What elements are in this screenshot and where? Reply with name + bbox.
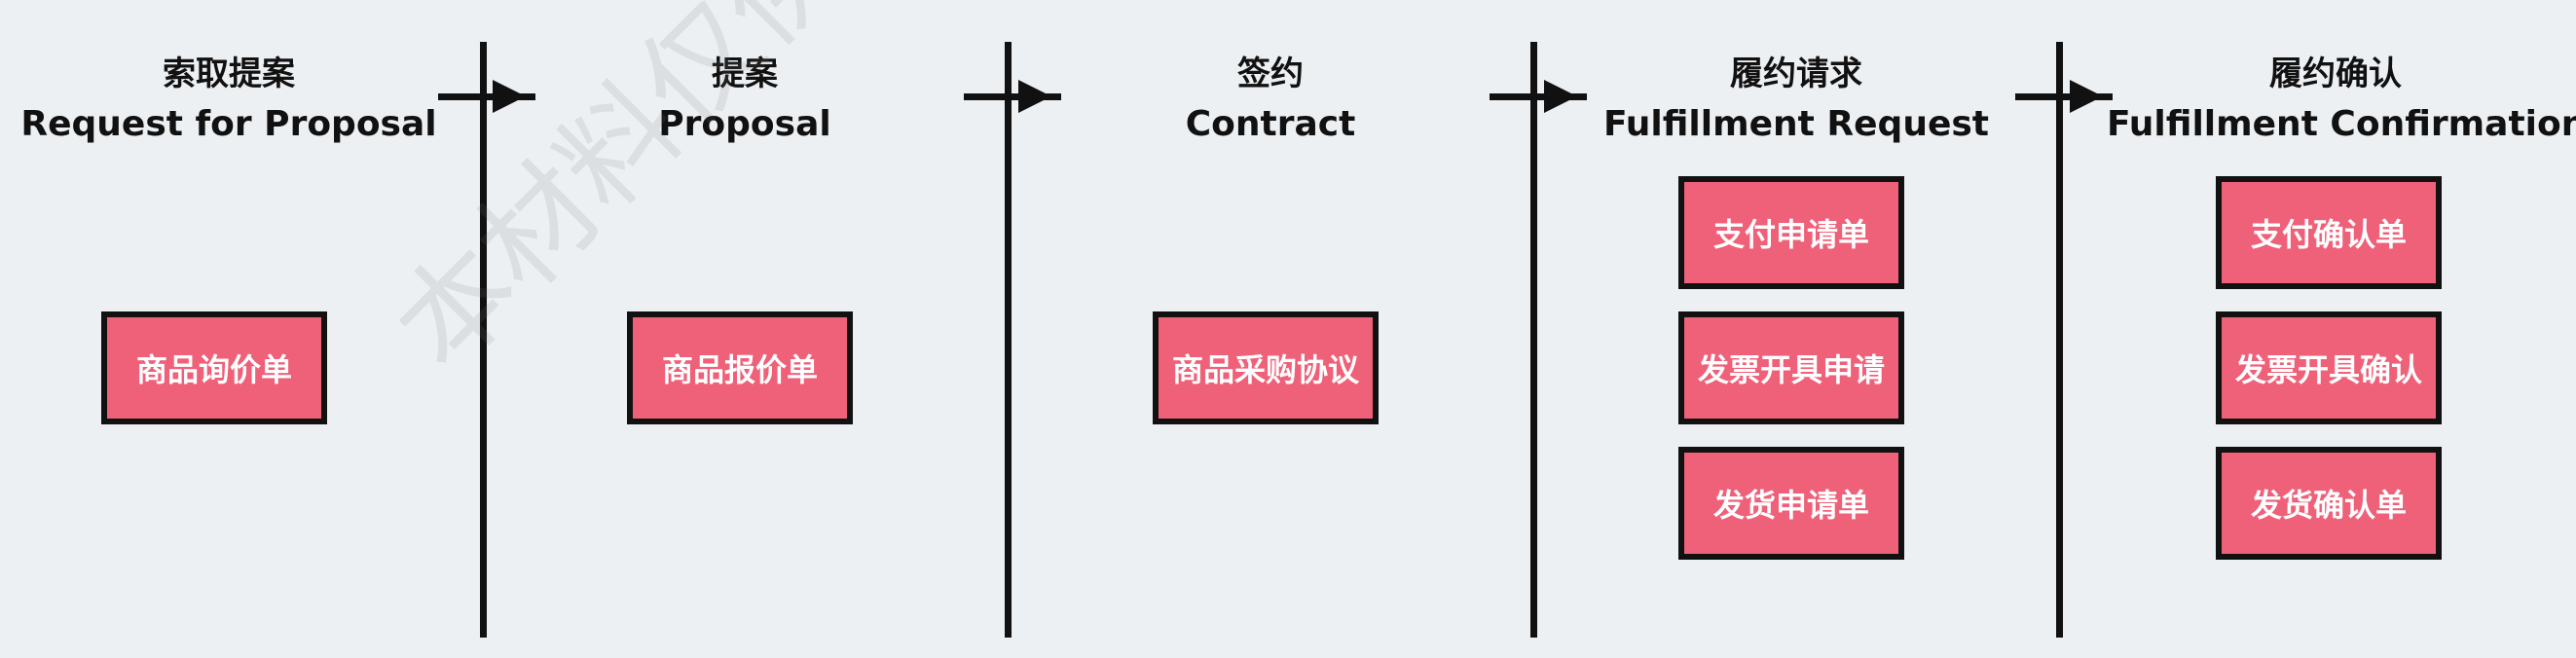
stage-title-proposal: 提案 Proposal [516,49,974,150]
document-box: 商品采购协议 [1153,311,1379,424]
stage-title-fulfillment-request: 履约请求 Fulfillment Request [1567,49,2025,150]
stage-title-request-for-proposal: 索取提案 Request for Proposal [0,49,458,150]
stage-title-en: Contract [1185,104,1356,144]
arrow-shaft [2015,93,2113,100]
stage-title-en: Proposal [658,104,831,144]
stage-title-en: Fulfillment Confirmation [2107,104,2576,144]
stage-title-fulfillment-confirmation: 履约确认 Fulfillment Confirmation [2107,49,2576,150]
arrow-shaft [438,93,535,100]
document-box: 支付申请单 [1678,176,1904,289]
arrow-shaft [964,93,1061,100]
document-box: 发货申请单 [1678,447,1904,560]
arrow-right-icon [1544,80,1577,113]
document-box: 发票开具申请 [1678,311,1904,424]
stage-title-zh: 提案 [712,55,778,93]
stage-title-en: Request for Proposal [20,104,437,144]
stage-title-zh: 签约 [1237,55,1304,93]
document-box: 支付确认单 [2216,176,2442,289]
stage-title-zh: 履约确认 [2269,55,2402,93]
stage-title-zh: 履约请求 [1730,55,1862,93]
stage-title-contract: 签约 Contract [1042,49,1499,150]
arrow-right-icon [2070,80,2103,113]
stage-divider [480,42,487,638]
stage-title-en: Fulfillment Request [1602,104,1990,144]
document-box: 商品询价单 [101,311,327,424]
arrow-shaft [1490,93,1587,100]
stage-divider [2056,42,2063,638]
stage-title-zh: 索取提案 [163,55,295,93]
stage-divider [1530,42,1537,638]
arrow-right-icon [493,80,526,113]
document-box: 发货确认单 [2216,447,2442,560]
document-box: 发票开具确认 [2216,311,2442,424]
stage-divider [1005,42,1012,638]
document-box: 商品报价单 [627,311,853,424]
arrow-right-icon [1018,80,1051,113]
